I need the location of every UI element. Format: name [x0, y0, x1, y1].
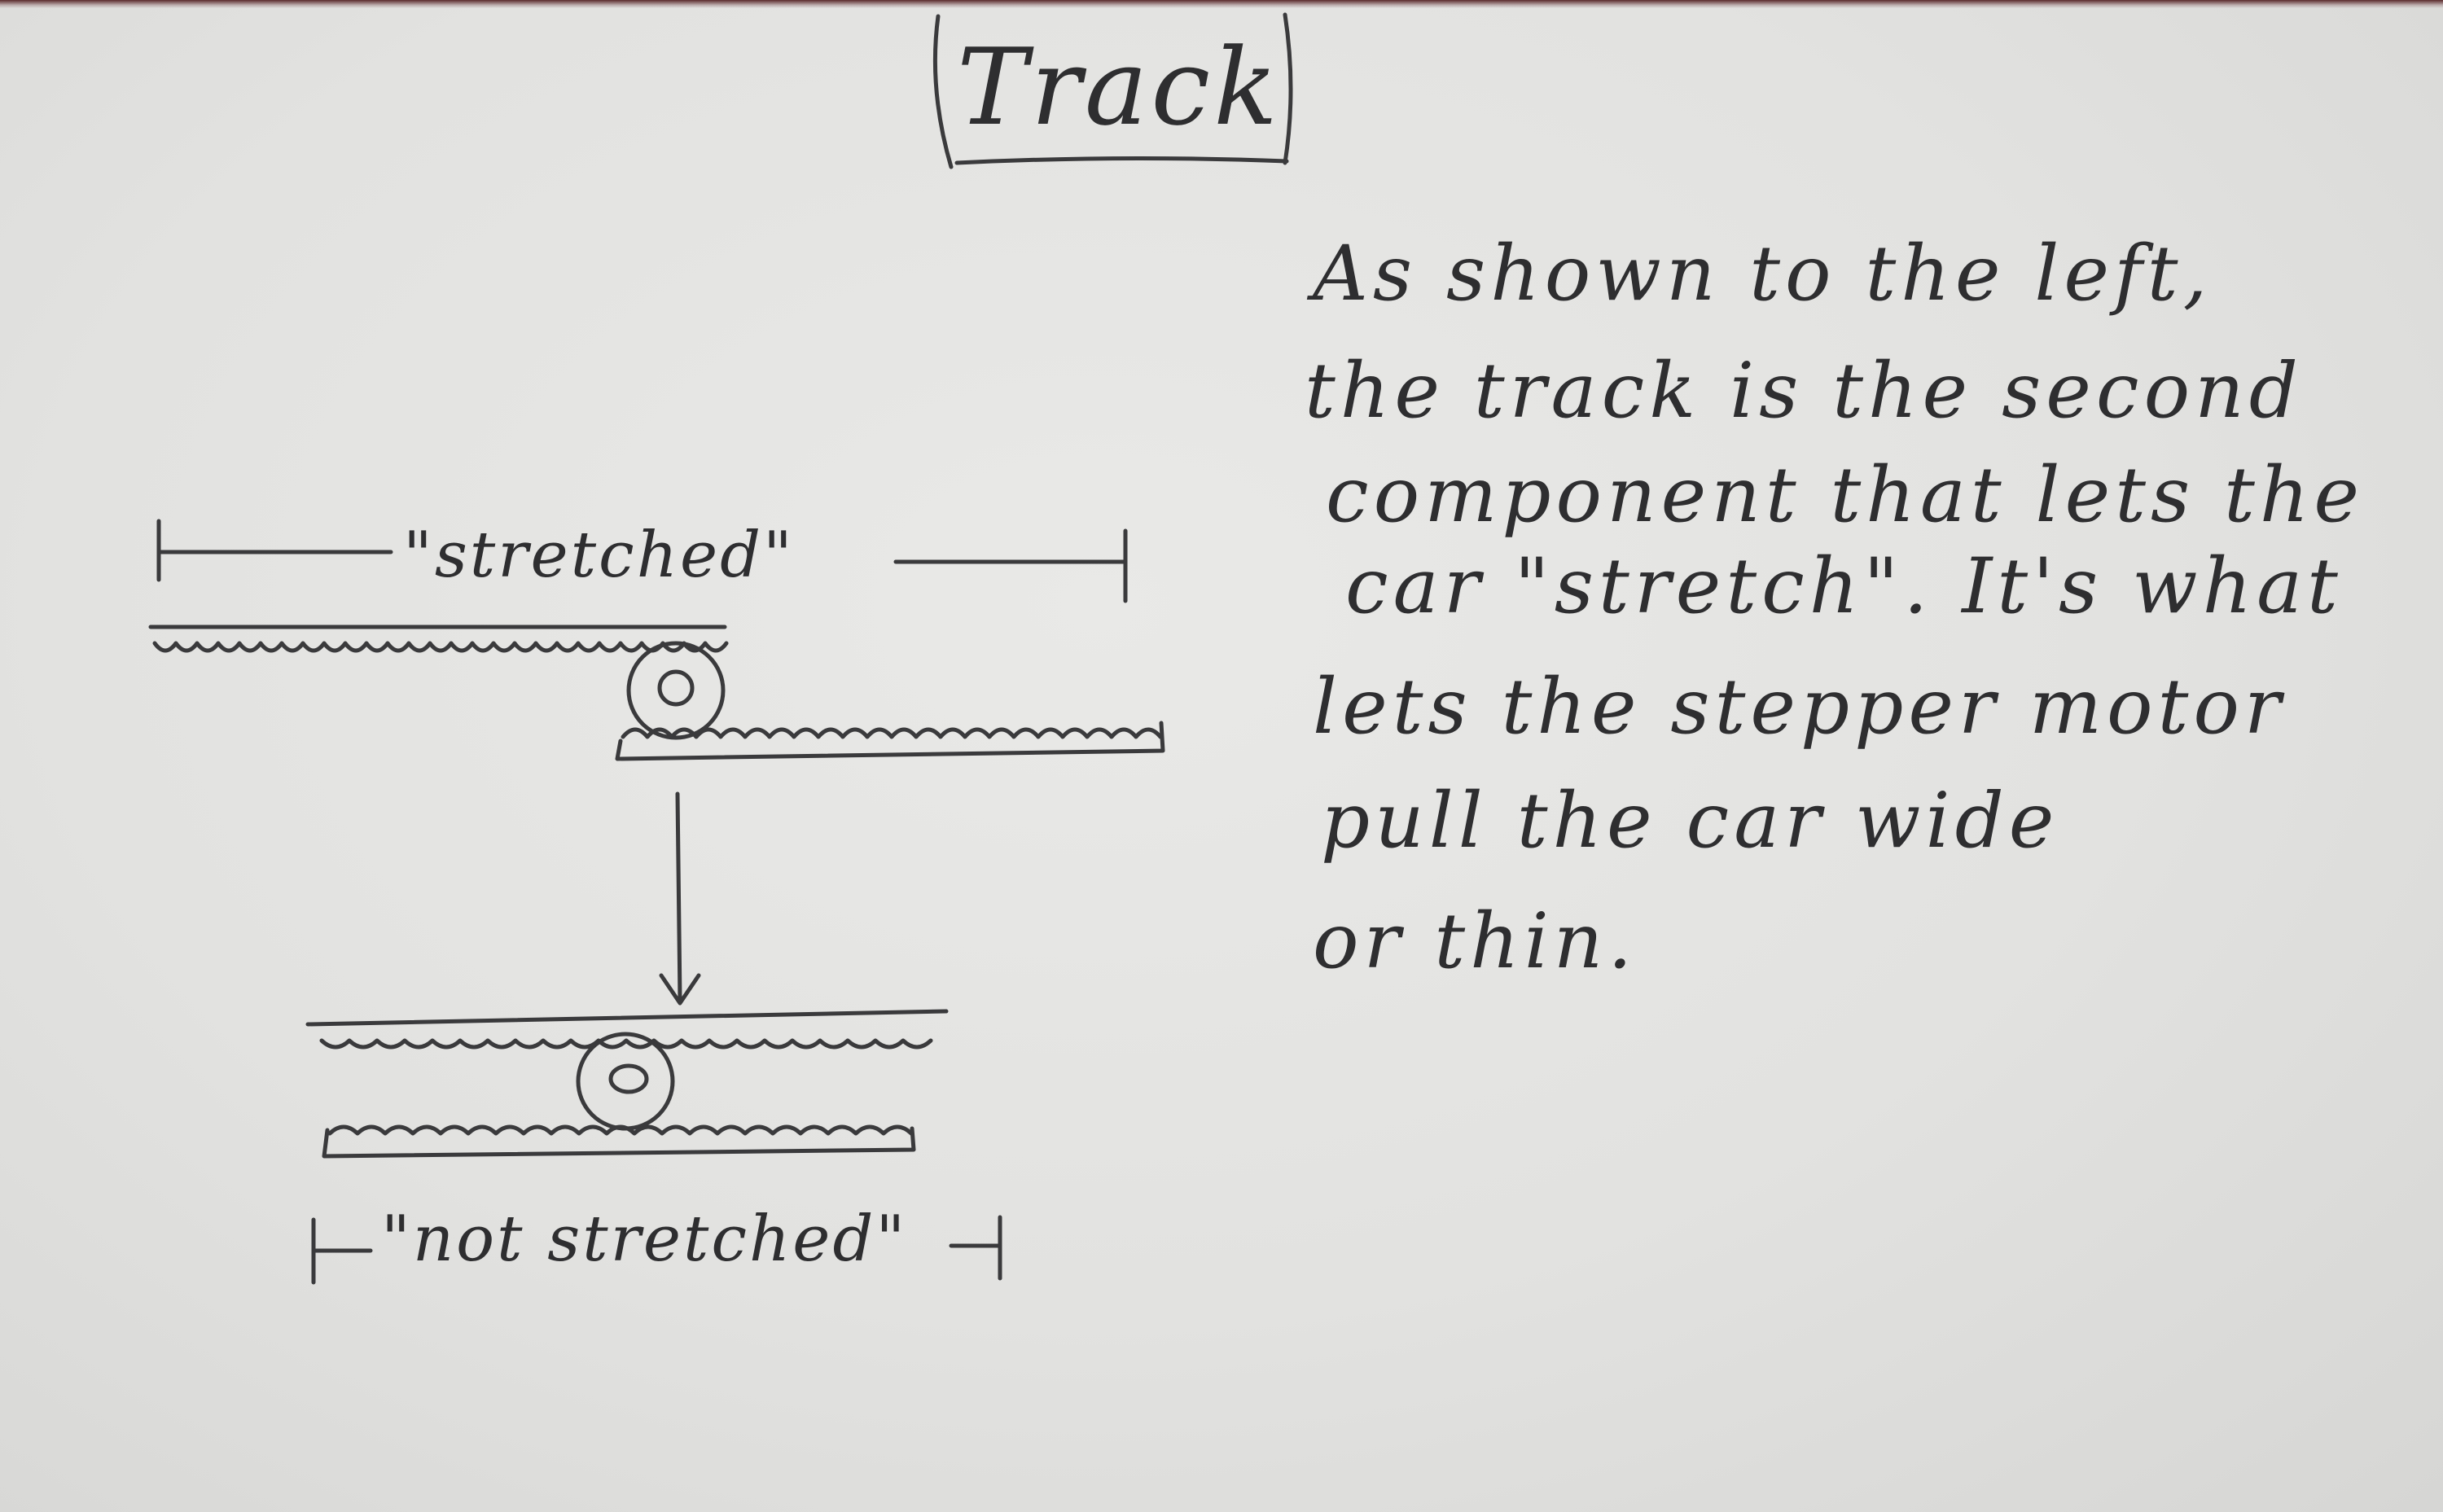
stretched-dimension — [156, 519, 1128, 603]
not-stretched-label: "not stretched" — [381, 1203, 907, 1276]
stretched-label: "stretched" — [403, 519, 795, 592]
upper-rack-stretched — [148, 625, 729, 653]
upper-rack-not-stretched — [305, 1009, 949, 1050]
title-box — [932, 12, 1293, 169]
paragraph-line-2: the track is the second — [1305, 347, 2303, 436]
paragraph-line-1: As shown to the left, — [1306, 230, 2212, 318]
pinion-gear-stretched — [626, 641, 726, 740]
page-title: Track — [957, 25, 1281, 149]
paper-top-edge — [0, 0, 2443, 8]
not-stretched-dimension — [311, 1215, 1002, 1285]
paragraph-line-3: component that lets the — [1326, 451, 2364, 540]
paragraph-line-7: or thin. — [1313, 897, 1637, 986]
explanation-paragraph: As shown to the left, the track is the s… — [1305, 230, 2364, 986]
lower-rack-stretched — [615, 721, 1165, 761]
paragraph-line-5: lets the stepper motor — [1313, 663, 2286, 752]
paragraph-line-4: car "stretch". It's what — [1345, 542, 2343, 631]
paragraph-line-6: pull the car wide — [1321, 777, 2059, 866]
transition-arrow — [659, 791, 701, 1006]
lower-rack-not-stretched — [322, 1124, 916, 1159]
pinion-gear-not-stretched — [576, 1032, 675, 1131]
